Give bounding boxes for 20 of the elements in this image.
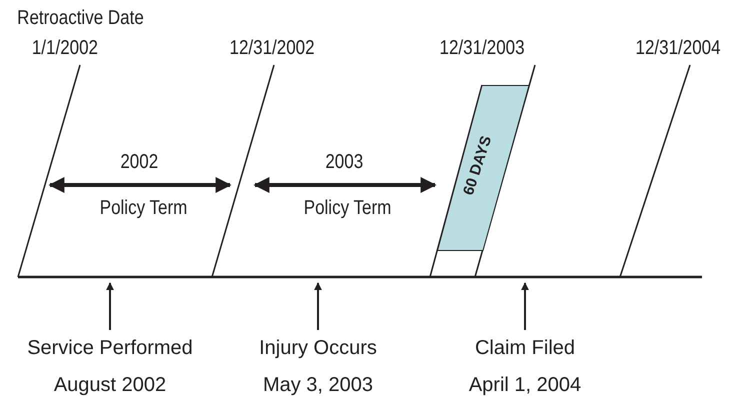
period-label: 60 DAYS xyxy=(460,134,496,198)
term-label: Policy Term xyxy=(304,198,392,218)
date-label: 1/1/2002 xyxy=(32,38,98,58)
date-label: Retroactive Date xyxy=(17,8,144,28)
event-date: August 2002 xyxy=(52,375,168,395)
date-label: 12/31/2003 xyxy=(440,38,525,58)
arrow xyxy=(314,282,322,330)
reporting-period-band xyxy=(437,85,530,251)
year-label: 2002 xyxy=(120,152,158,172)
term-label: Policy Term xyxy=(100,198,188,218)
date-label: 12/31/2002 xyxy=(230,38,315,58)
date-label: 12/31/2004 xyxy=(636,38,721,58)
event-label: Claim Filed xyxy=(474,338,576,358)
arrow xyxy=(521,282,529,330)
event-date: April 1, 2004 xyxy=(468,375,582,395)
arrow xyxy=(106,282,114,330)
event-label: Service Performed xyxy=(26,338,194,358)
event-date: May 3, 2003 xyxy=(262,375,374,395)
year-label: 2003 xyxy=(325,152,364,172)
event-label: Injury Occurs xyxy=(258,338,378,358)
